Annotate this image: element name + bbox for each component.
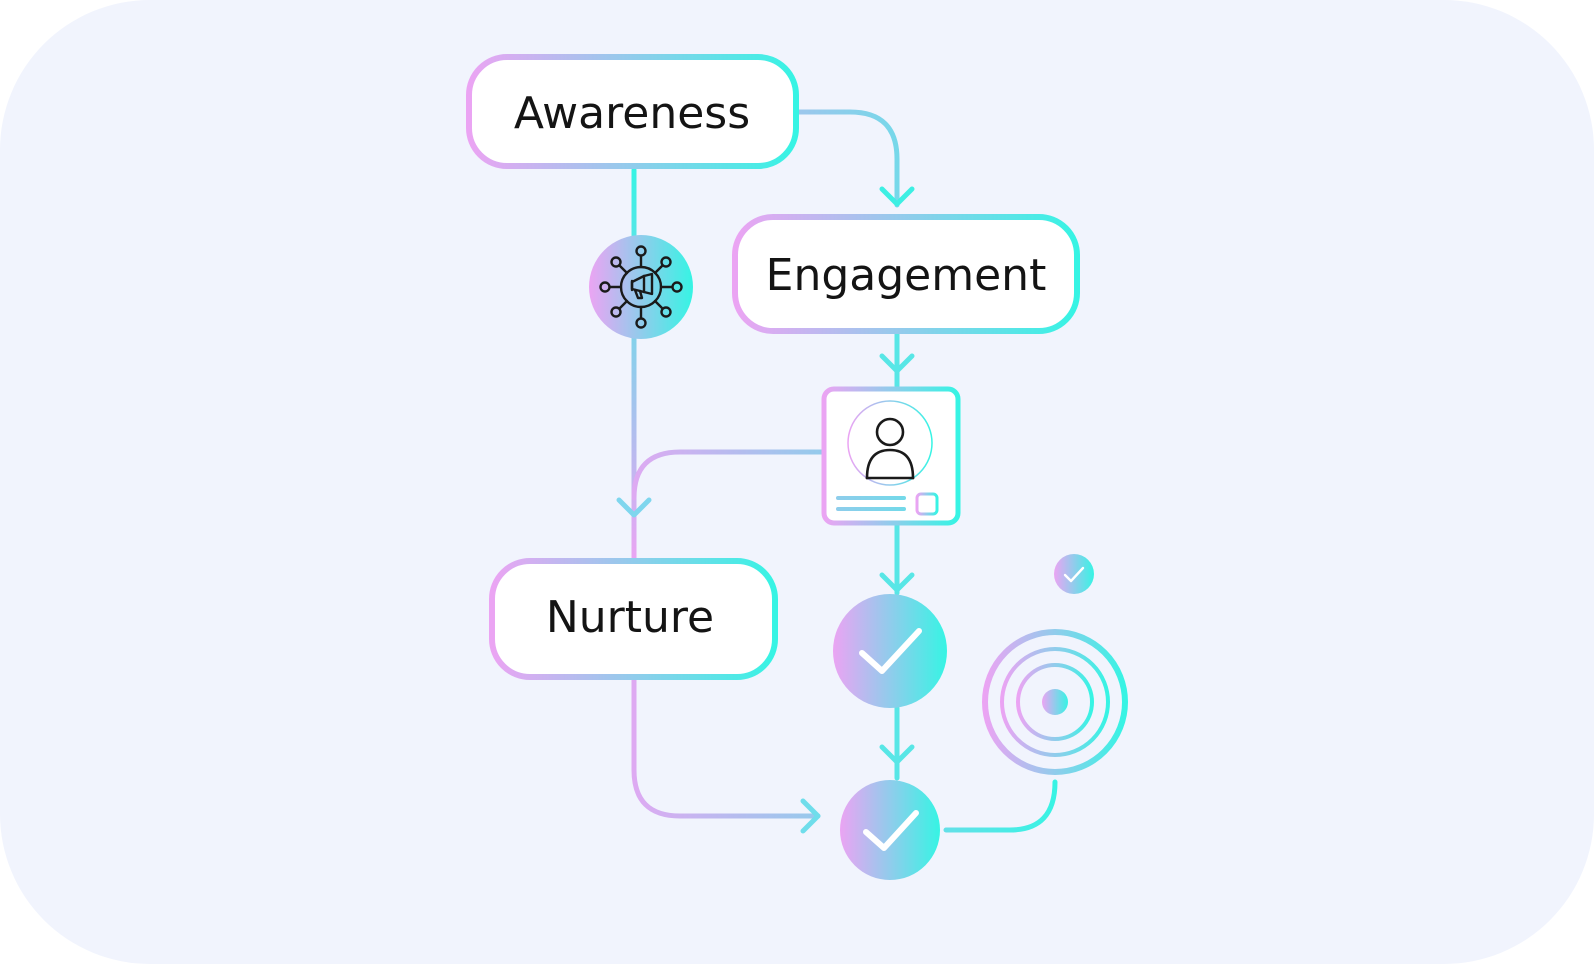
arrowhead-nurture [616, 497, 652, 518]
megaphone-network-icon [589, 235, 693, 339]
arrowhead-check-1 [879, 572, 915, 593]
node-nurture-label: Nurture [546, 592, 714, 643]
node-awareness-label: Awareness [514, 88, 750, 139]
contact-card-icon [821, 386, 961, 526]
target-icon [982, 629, 1128, 775]
node-nurture: Nurture [489, 558, 778, 680]
arrowhead-check-from-nurture [800, 798, 821, 834]
node-awareness: Awareness [466, 54, 799, 169]
connector-nurture-check [631, 675, 821, 819]
arrowhead-card [879, 353, 915, 374]
node-engagement-box [732, 214, 1080, 334]
connectors [616, 109, 1058, 834]
check-circle-icon [833, 594, 947, 708]
connector-card-nurture [631, 449, 825, 501]
node-nurture-box [489, 558, 778, 680]
check-circle-icon [840, 780, 940, 880]
node-awareness-box [466, 54, 799, 169]
connector-check-target [943, 779, 1058, 833]
arrowhead-check-2 [879, 744, 915, 765]
connector-awareness-engagement [795, 109, 900, 208]
node-engagement-label: Engagement [766, 250, 1047, 301]
check-circle-icon [1054, 554, 1094, 594]
node-engagement: Engagement [732, 214, 1080, 334]
arrowhead-engagement [879, 186, 915, 207]
